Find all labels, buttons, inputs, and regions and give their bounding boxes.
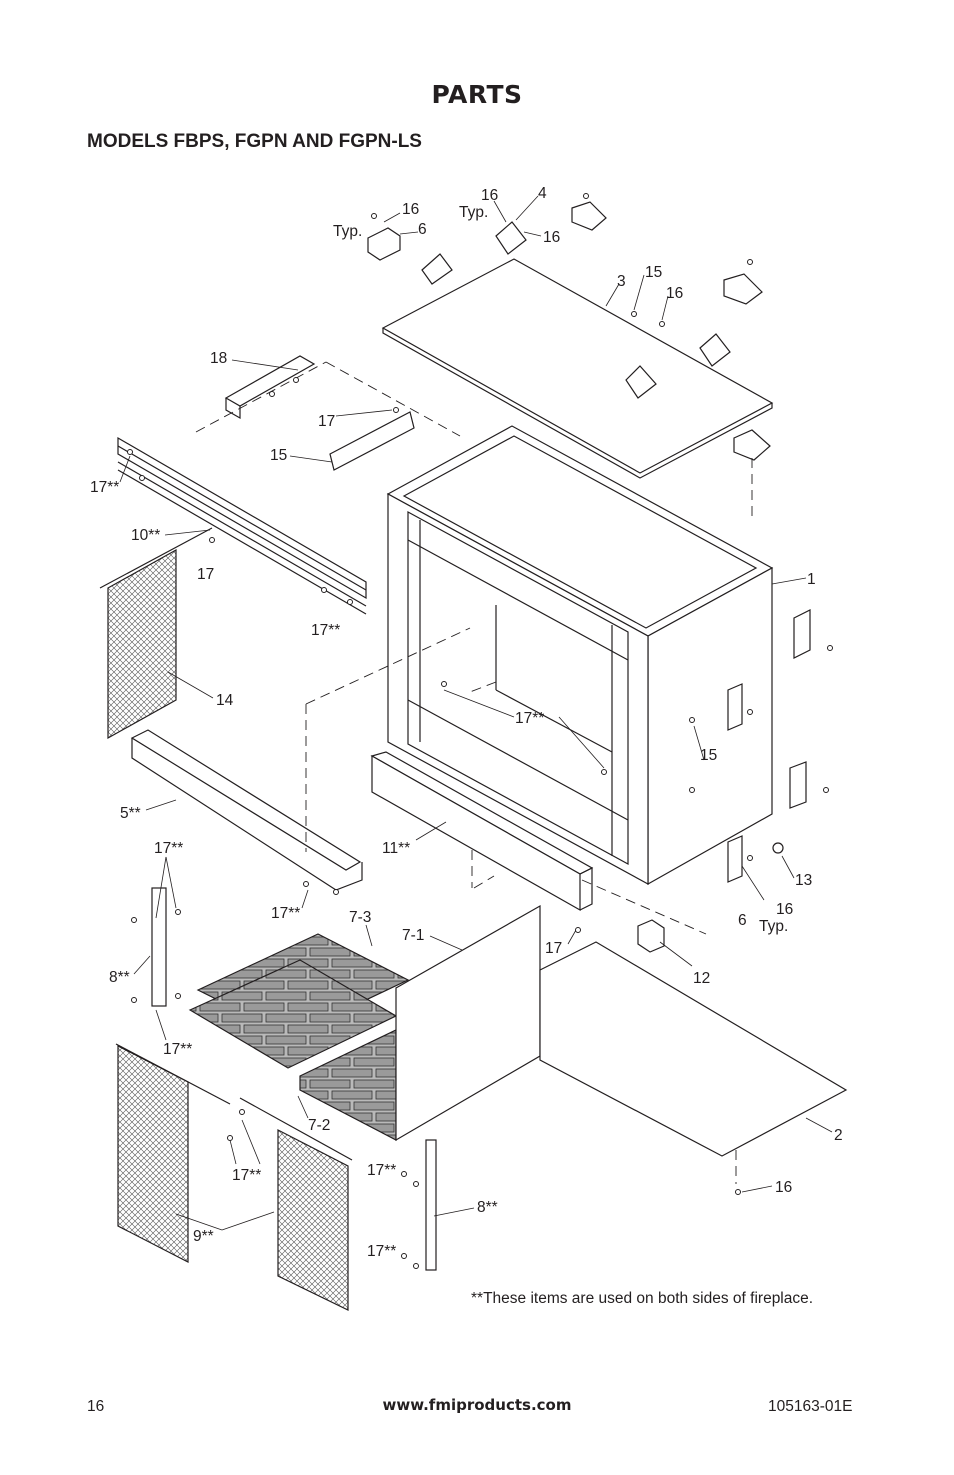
callout-label: 16: [543, 229, 560, 246]
callout-label: 15: [645, 264, 662, 281]
front-trim-part: [130, 729, 363, 891]
callout-label: 2: [834, 1127, 843, 1144]
bottom-panel-part: [539, 941, 848, 1157]
firebrick-liners: [188, 904, 541, 1142]
firebox-cabinet-part: [386, 425, 774, 886]
callout-label: 17**: [515, 710, 544, 727]
callout-label: 6: [738, 912, 747, 929]
side-brackets: [727, 609, 811, 883]
callout-label: 6: [418, 221, 427, 238]
screw-markers: [127, 193, 833, 1269]
callout-label: 17**: [367, 1243, 396, 1260]
callout-label: 17**: [232, 1167, 261, 1184]
callout-label: 17**: [154, 840, 183, 857]
callout-label: 3: [617, 273, 626, 290]
callout-label: 15: [270, 447, 287, 464]
callout-label: 16: [481, 187, 498, 204]
callout-label: Typ.: [459, 204, 488, 221]
callout-label: 13: [795, 872, 812, 889]
document-number: 105163-01E: [768, 1398, 853, 1415]
callout-label: Typ.: [333, 223, 362, 240]
callout-label: 17: [545, 940, 562, 957]
side-post-parts: [151, 887, 437, 1271]
callout-label: 16: [402, 201, 419, 218]
callout-label: 16: [776, 901, 793, 918]
callout-label: 1: [807, 571, 816, 588]
callout-label: 8**: [477, 1199, 498, 1216]
callout-label: 9**: [193, 1228, 214, 1245]
callout-label: 12: [693, 970, 710, 987]
callout-label: 5**: [120, 805, 141, 822]
page-number: 16: [87, 1398, 105, 1415]
callout-label: 17**: [90, 479, 119, 496]
callout-label: 17: [318, 413, 335, 430]
callout-label: 17**: [271, 905, 300, 922]
bottom-screen-parts: [115, 1043, 353, 1311]
callout-label: 16: [775, 1179, 792, 1196]
section-title: MODELS FBPS, FGPN AND FGPN-LS: [87, 131, 422, 152]
callout-label: 16: [666, 285, 683, 302]
callout-label: 14: [216, 692, 234, 709]
callout-label: 4: [538, 185, 547, 202]
callout-label: 15: [700, 747, 717, 764]
footnote: **These items are used on both sides of …: [471, 1290, 814, 1307]
website-link[interactable]: www.fmiproducts.com: [382, 1396, 572, 1414]
callout-label: 17**: [311, 622, 340, 639]
callout-label: 7-3: [349, 909, 371, 926]
page-title: PARTS: [431, 80, 523, 109]
callout-label: 11**: [382, 840, 410, 857]
callout-label: 17**: [367, 1162, 396, 1179]
callout-label: 7-2: [308, 1117, 330, 1134]
callout-label: 18: [210, 350, 227, 367]
callout-label: 17: [197, 566, 214, 583]
bottom-front-panel-part: [370, 751, 594, 912]
callout-label: 8**: [109, 969, 130, 986]
callout-label: 10**: [131, 527, 160, 544]
callout-label: 17**: [163, 1041, 192, 1058]
callout-label: Typ.: [759, 918, 788, 935]
baffle-part: [224, 355, 415, 471]
callout-label: 7-1: [402, 927, 424, 944]
callout-labels: 16 Typ. 6 16 4 Typ. 16 3 15 16 18 17 15 …: [90, 185, 843, 1260]
top-brackets: [367, 201, 771, 461]
junction-box-part: [637, 842, 784, 953]
top-panel-part: [381, 258, 774, 479]
top-screen-part: [99, 527, 213, 740]
